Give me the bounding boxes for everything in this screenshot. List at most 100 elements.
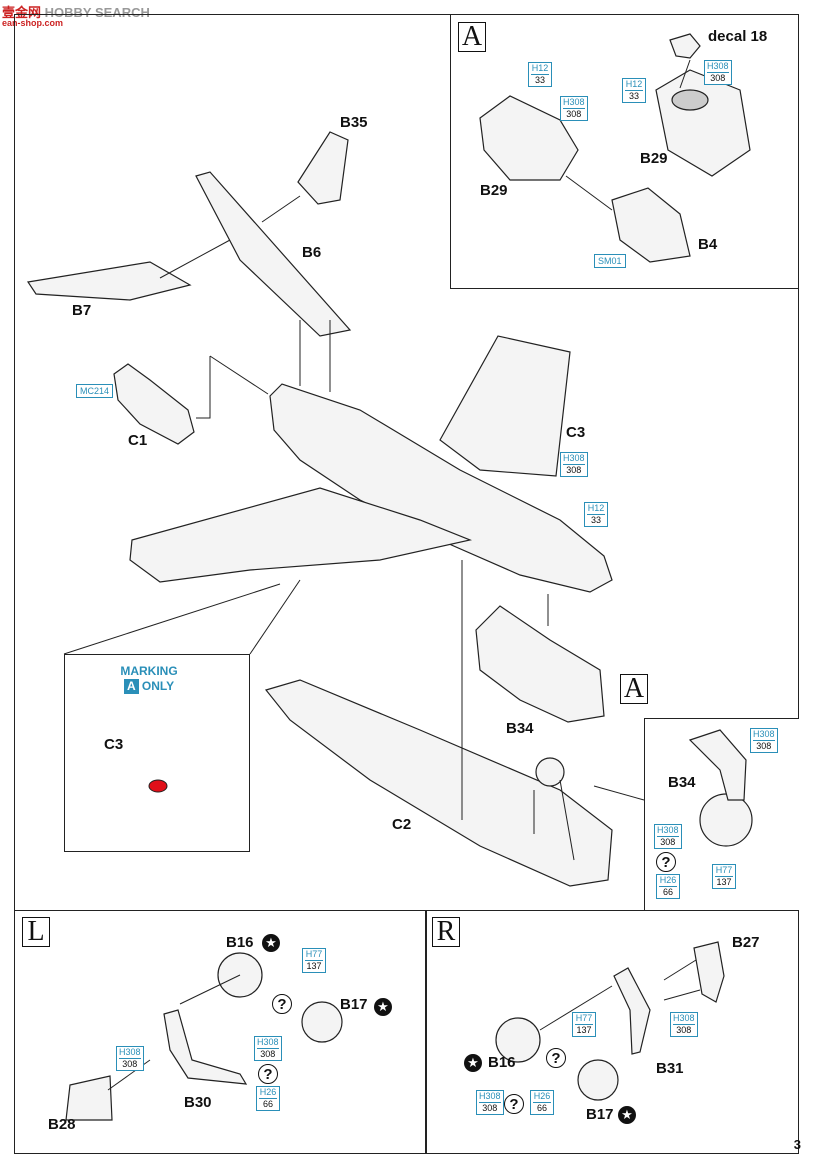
section-letter-a: A — [458, 22, 486, 52]
label-b31: B31 — [656, 1060, 684, 1077]
marking-line2: ONLY — [141, 679, 175, 693]
part-b4-shape — [611, 187, 691, 263]
part-c3-fuselage — [269, 383, 613, 593]
question-icon-r-main: ? — [546, 1048, 566, 1068]
num: 137 — [715, 876, 733, 887]
part-b29-tub-a — [479, 95, 579, 181]
watermark-cn: 壹金网 — [2, 5, 42, 20]
part-b34-wheel-detail — [699, 793, 753, 847]
label-b4: B4 — [698, 236, 718, 253]
code: H12 — [587, 503, 605, 513]
label-b17-left: B17 — [340, 996, 368, 1013]
part-b35-shape — [297, 131, 349, 205]
label-c1: C1 — [128, 432, 148, 449]
num: 66 — [533, 1102, 551, 1114]
part-b7-shape — [26, 261, 192, 301]
label-c3: C3 — [566, 424, 586, 441]
star-icon-b17-right: ★ — [618, 1106, 636, 1124]
star-icon-b17-left: ★ — [374, 998, 392, 1016]
question-icon-r-h26: ? — [504, 1094, 524, 1114]
label-b17-right: B17 — [586, 1106, 614, 1123]
num: 308 — [119, 1058, 141, 1070]
part-b29-tub-b — [655, 69, 751, 177]
part-b34-wheel-small — [535, 757, 565, 787]
part-c1-shape — [113, 363, 195, 445]
label-b6: B6 — [302, 244, 322, 261]
label-c2: C2 — [392, 816, 412, 833]
section-letter-a-callout: A — [620, 674, 648, 704]
num: 66 — [659, 886, 677, 898]
code: H308 — [563, 453, 585, 463]
part-b30-strut — [163, 1009, 248, 1085]
question-icon-b34: ? — [656, 852, 676, 872]
label-b34-main: B34 — [506, 720, 534, 737]
num: 308 — [753, 740, 775, 752]
watermark-brand-text: HOBBY SEARCH — [44, 5, 150, 20]
marking-inset — [64, 654, 250, 852]
watermark-brand: 壹金网 HOBBY SEARCH — [2, 2, 150, 21]
code: H308 — [657, 825, 679, 835]
marking-line1: MARKING — [120, 664, 178, 678]
part-wing — [129, 487, 473, 583]
code: H308 — [479, 1091, 501, 1101]
num: 308 — [563, 464, 585, 476]
code: H77 — [715, 865, 733, 875]
code: H12 — [531, 63, 549, 73]
label-decal18: decal 18 — [708, 28, 768, 45]
question-icon-l-h26: ? — [258, 1064, 278, 1084]
code: H12 — [625, 79, 643, 89]
code: H308 — [563, 97, 585, 107]
marking-red-dot — [148, 779, 168, 793]
num: 308 — [707, 72, 729, 84]
star-icon-b16-right: ★ — [464, 1054, 482, 1072]
label-b34-detail: B34 — [668, 774, 696, 791]
part-b27-door — [693, 941, 725, 1003]
label-b16-left: B16 — [226, 934, 254, 951]
part-c3-tail-fin — [439, 335, 571, 477]
code: H308 — [673, 1013, 695, 1023]
part-b34-strut — [688, 729, 747, 801]
part-seat-cushion — [671, 89, 709, 111]
label-b35: B35 — [340, 114, 368, 131]
num: 308 — [657, 836, 679, 848]
code: H308 — [257, 1037, 279, 1047]
part-b16-right-wheel — [495, 1017, 541, 1063]
section-letter-r: R — [432, 917, 460, 947]
code: H26 — [659, 875, 677, 885]
label-b7: B7 — [72, 302, 92, 319]
num: 33 — [531, 74, 549, 86]
page-number: 3 — [793, 1137, 801, 1152]
label-c3-inset: C3 — [104, 736, 124, 753]
part-cockpit-tub — [475, 605, 605, 723]
star-icon-b16-left: ★ — [262, 934, 280, 952]
watermark-domain: ean-shop.com — [2, 18, 64, 28]
num: 33 — [625, 90, 643, 102]
code: H77 — [305, 949, 323, 959]
label-b28: B28 — [48, 1116, 76, 1133]
label-b30: B30 — [184, 1094, 212, 1111]
code: H26 — [533, 1091, 551, 1101]
label-b16-right: B16 — [488, 1054, 516, 1071]
part-b31-strut — [613, 967, 651, 1055]
code: H26 — [259, 1087, 277, 1097]
part-b28-door — [65, 1075, 113, 1121]
part-decal18-shape — [669, 33, 701, 59]
